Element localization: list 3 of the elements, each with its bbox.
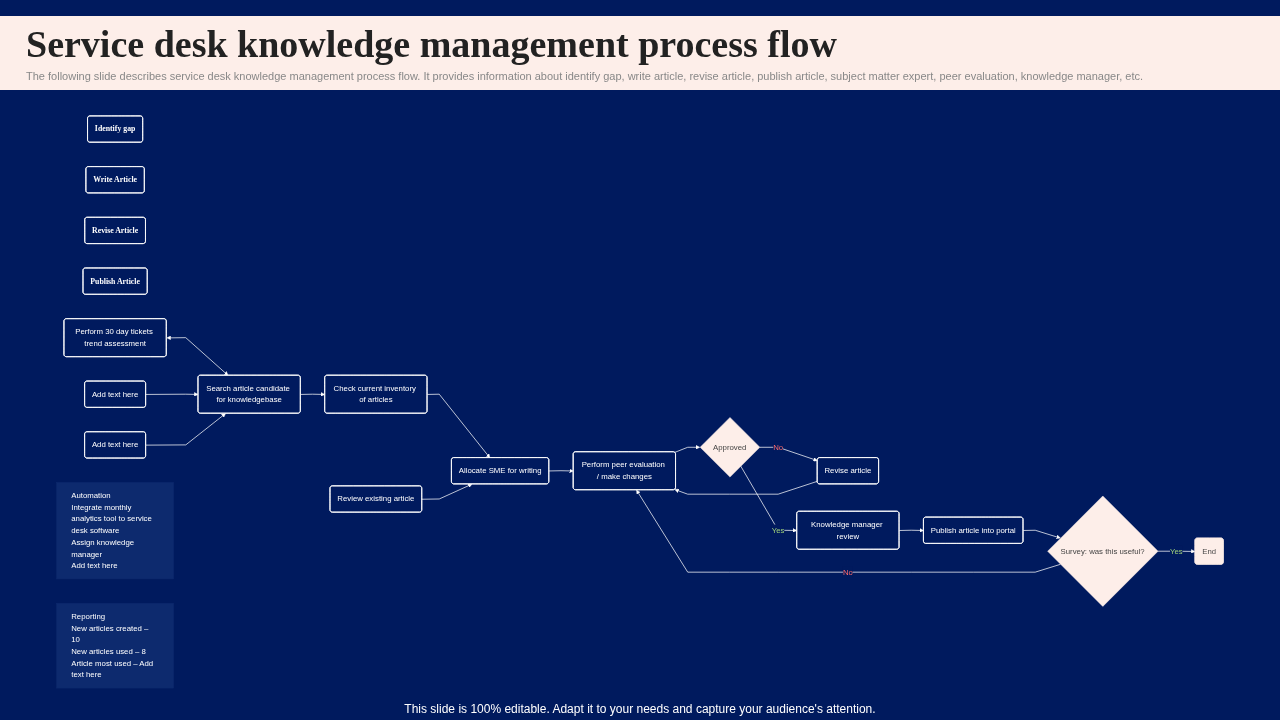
- slide-title: Service desk knowledge management process flow: [26, 22, 838, 66]
- slide-description: The following slide describes service desk knowledge management process flow. It provides information about identify gap, write article, revise article, publish article, subject matter expert, peer evaluation, knowledge manager, etc.: [26, 70, 1145, 82]
- footer-note: This slide is 100% editable. Adapt it to your needs and capture your audience's attention.: [403, 702, 877, 716]
